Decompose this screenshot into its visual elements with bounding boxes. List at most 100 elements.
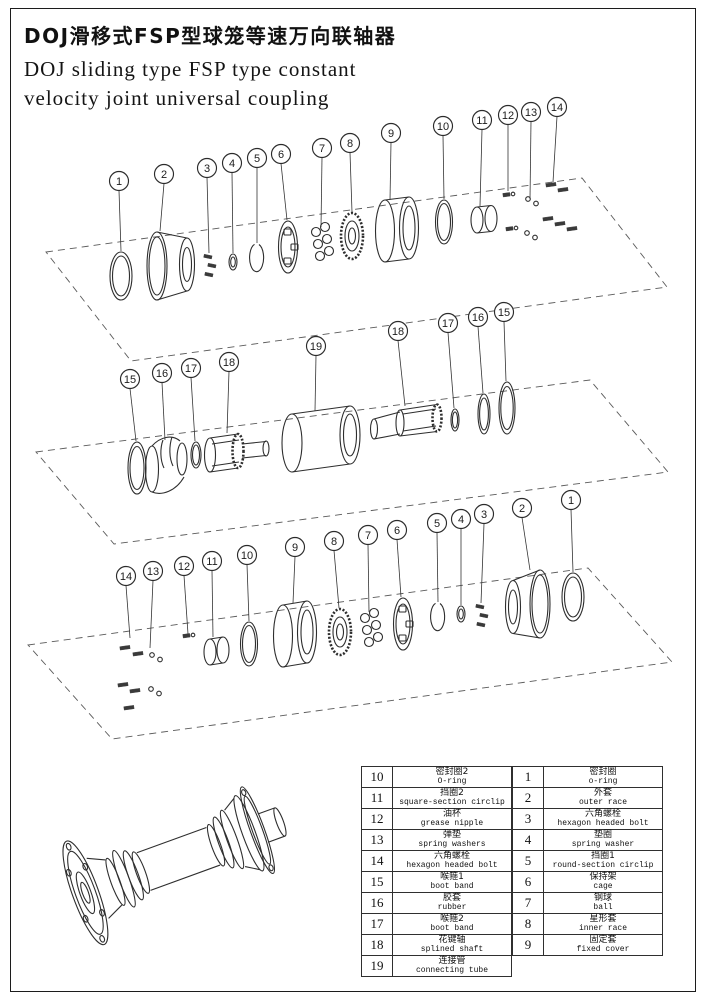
- part-8-inner-race-b: [327, 607, 353, 657]
- svg-text:18: 18: [223, 357, 235, 369]
- part-name-en: ball: [593, 903, 613, 912]
- svg-text:14: 14: [120, 571, 132, 583]
- part-name-cn: 油杯: [442, 809, 461, 819]
- part-name-en: boot band: [430, 924, 474, 933]
- part-17-boot-band-right: [450, 408, 460, 432]
- callout-top-5: 5: [246, 147, 268, 243]
- top-exploded-view: 1 2 3 4 5 6 7 8 9: [45, 96, 668, 362]
- part-5-circlip-b: [430, 602, 446, 632]
- svg-text:19: 19: [310, 341, 322, 353]
- svg-text:13: 13: [147, 566, 159, 578]
- part-9-fixed-cover: [374, 196, 420, 263]
- svg-text:1: 1: [568, 495, 574, 507]
- part-name-cn: 喉箍1: [440, 872, 464, 882]
- svg-text:4: 4: [458, 514, 464, 526]
- callout-bot-11: 11: [201, 550, 223, 638]
- part-7-balls-b: [359, 607, 384, 648]
- part-name-en: fixed cover: [576, 945, 630, 954]
- part-number: 18: [361, 934, 393, 956]
- callout-top-9: 9: [380, 122, 402, 201]
- part-number: 1: [512, 766, 544, 788]
- part-8-inner-race: [339, 211, 365, 261]
- svg-text:15: 15: [124, 374, 136, 386]
- part-4-spring-washer: [228, 253, 238, 271]
- callout-mid-18: 18: [218, 351, 240, 434]
- part-name-en: connecting tube: [415, 966, 488, 975]
- callout-top-11: 11: [471, 109, 493, 207]
- part-12-grease-nipple-b: [182, 632, 196, 639]
- part-number: 17: [361, 913, 393, 935]
- svg-text:3: 3: [481, 509, 487, 521]
- part-name-cn: 六角螺栓: [433, 851, 470, 861]
- part-number: 2: [512, 787, 544, 809]
- svg-text:16: 16: [156, 368, 168, 380]
- part-name-cn: 胶套: [442, 893, 461, 903]
- callout-bot-10: 10: [236, 544, 258, 622]
- svg-text:2: 2: [519, 503, 525, 515]
- svg-text:8: 8: [347, 138, 353, 150]
- callout-top-1: 1: [108, 170, 130, 252]
- part-16-rubber-right: [477, 393, 491, 435]
- part-1-o-ring: [109, 251, 133, 301]
- svg-text:11: 11: [476, 115, 487, 127]
- part-3-hex-bolts: [203, 253, 217, 278]
- part-name-cn: 外套: [593, 788, 612, 798]
- part-number: 12: [361, 808, 393, 830]
- svg-text:8: 8: [331, 536, 337, 548]
- part-number: 13: [361, 829, 393, 851]
- part-name-cn: 垫圈: [593, 830, 612, 840]
- part-2-outer-race-b: [504, 569, 551, 639]
- svg-text:2: 2: [161, 169, 167, 181]
- part-13-spring-washers: [524, 196, 539, 241]
- part-14-hex-bolts: [542, 182, 578, 232]
- part-name-en: hexagon headed bolt: [557, 819, 649, 828]
- part-3-hex-bolts-b: [475, 603, 489, 628]
- callout-top-13: 13: [520, 101, 542, 200]
- part-15-boot-band: [127, 441, 147, 495]
- part-18-splined-shaft-left: [203, 432, 270, 473]
- part-2-outer-race: [146, 231, 196, 301]
- callout-bot-6: 6: [386, 519, 408, 598]
- part-number: 19: [361, 955, 393, 977]
- part-number: 7: [512, 892, 544, 914]
- callout-top-4: 4: [221, 152, 243, 254]
- svg-text:9: 9: [292, 542, 298, 554]
- title-english-line2: velocity joint universal coupling: [24, 86, 330, 110]
- part-name-cn: 密封圈: [589, 767, 617, 777]
- part-11-rubber-b: [203, 636, 230, 666]
- part-number: 3: [512, 808, 544, 830]
- part-name-en: square-section circlip: [399, 798, 505, 807]
- svg-text:17: 17: [442, 318, 454, 330]
- part-name-cn: 密封圈2: [435, 767, 469, 777]
- part-number: 6: [512, 871, 544, 893]
- part-16-rubber-boot: [144, 436, 188, 494]
- svg-text:4: 4: [229, 158, 235, 170]
- assembled-view: [62, 786, 287, 946]
- svg-text:3: 3: [204, 163, 210, 175]
- title-english-line1: DOJ sliding type FSP type constant: [24, 57, 357, 81]
- part-number: 8: [512, 913, 544, 935]
- part-number: 9: [512, 934, 544, 956]
- callout-mid-15: 15: [119, 368, 141, 442]
- svg-text:10: 10: [437, 121, 449, 133]
- callout-top-14: 14: [546, 96, 568, 183]
- part-10-o-ring-b: [239, 621, 259, 667]
- callout-mid-16: 16: [151, 362, 173, 441]
- callout-bot-14: 14: [115, 565, 137, 639]
- part-name-en: round-section circlip: [552, 861, 654, 870]
- part-name-cn: 挡圈1: [591, 851, 615, 861]
- part-7-balls: [310, 221, 335, 262]
- svg-text:16: 16: [472, 312, 484, 324]
- part-name-cn: 星形套: [589, 914, 617, 924]
